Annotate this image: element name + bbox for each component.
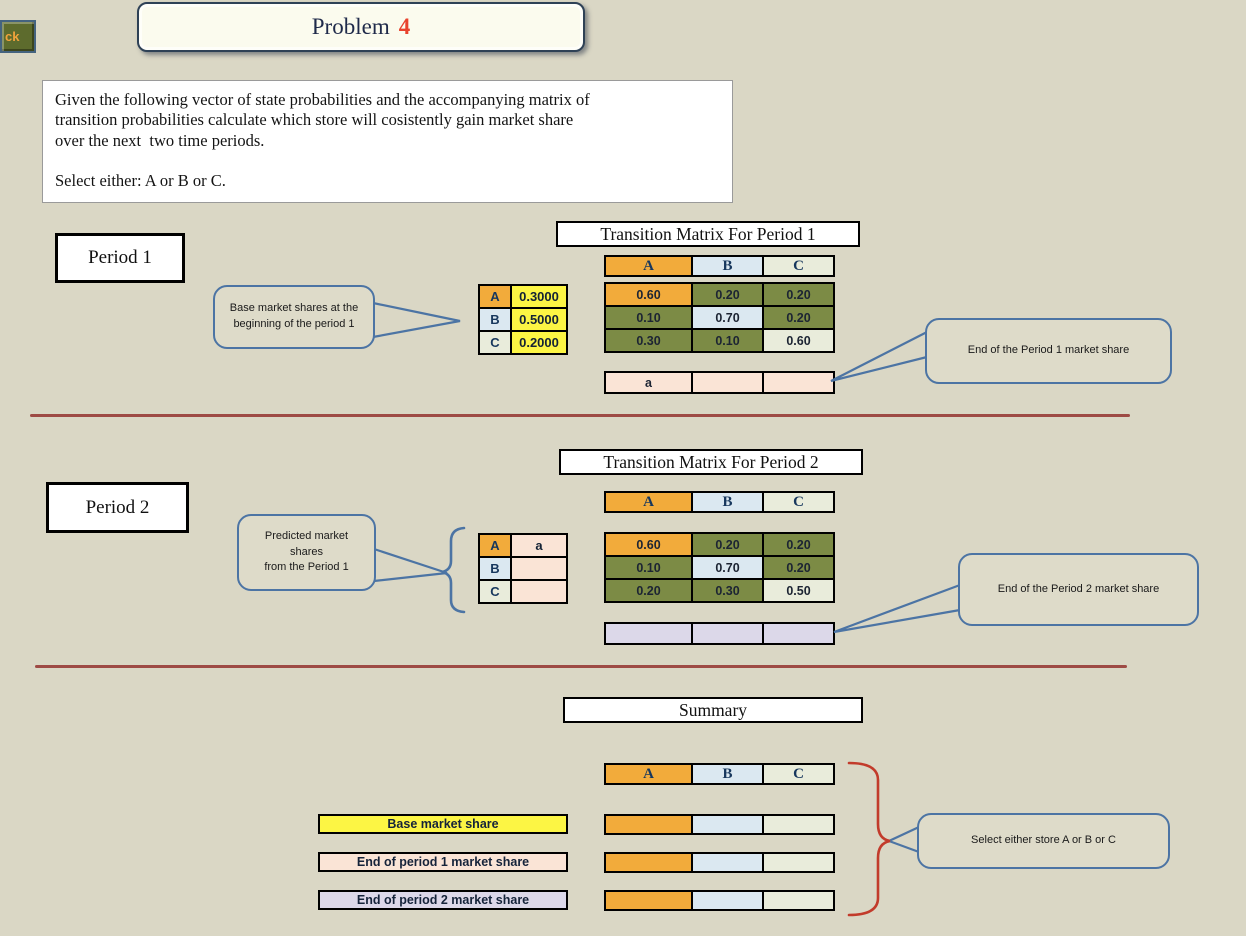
matrix-2-header: A B C xyxy=(604,491,835,513)
select-store-callout: Select either store A or B or C xyxy=(917,813,1170,869)
summary-p1-cell-a[interactable] xyxy=(606,854,691,871)
predicted-shares-callout: Predicted market shares from the Period … xyxy=(237,514,376,591)
vector2-value-a[interactable]: a xyxy=(512,535,566,556)
matrix1-col-c: C xyxy=(764,257,833,275)
summary-brace xyxy=(847,761,891,917)
summary-title: Summary xyxy=(563,697,863,723)
summary-header: A B C xyxy=(604,763,835,785)
section-divider xyxy=(35,665,1127,668)
period-2-vector: A a B C xyxy=(478,533,568,604)
matrix2-col-b: B xyxy=(693,493,762,511)
summary-col-c: C xyxy=(764,765,833,783)
period-2-result-row xyxy=(604,622,835,645)
matrix1-cell: 0.10 xyxy=(693,330,762,351)
base-shares-callout: Base market shares at the beginning of t… xyxy=(213,285,375,349)
summary-row-base xyxy=(604,814,835,835)
summary-row-label-period1: End of period 1 market share xyxy=(318,852,568,872)
matrix2-cell: 0.60 xyxy=(606,534,691,555)
callout-tail xyxy=(886,825,921,854)
vector1-value-a: 0.3000 xyxy=(512,286,566,307)
vector1-label-b: B xyxy=(480,309,510,330)
matrix1-col-b: B xyxy=(693,257,762,275)
vector1-value-b: 0.5000 xyxy=(512,309,566,330)
transition-matrix-2-title: Transition Matrix For Period 2 xyxy=(559,449,863,475)
section-divider xyxy=(30,414,1130,417)
end-period-1-callout: End of the Period 1 market share xyxy=(925,318,1172,384)
callout-tail xyxy=(833,583,962,634)
period1-result-cell-c[interactable] xyxy=(764,373,833,392)
matrix2-cell: 0.20 xyxy=(606,580,691,601)
matrix2-cell: 0.50 xyxy=(764,580,833,601)
matrix2-cell: 0.20 xyxy=(693,534,762,555)
transition-matrix-1: 0.60 0.20 0.20 0.10 0.70 0.20 0.30 0.10 … xyxy=(604,282,835,353)
transition-matrix-2: 0.60 0.20 0.20 0.10 0.70 0.20 0.20 0.30 … xyxy=(604,532,835,603)
summary-p2-cell-c[interactable] xyxy=(764,892,833,909)
matrix2-col-c: C xyxy=(764,493,833,511)
vector1-label-a: A xyxy=(480,286,510,307)
vector2-value-b[interactable] xyxy=(512,558,566,579)
matrix2-cell: 0.20 xyxy=(764,534,833,555)
matrix2-cell: 0.70 xyxy=(693,557,762,578)
matrix1-cell: 0.20 xyxy=(764,307,833,328)
summary-col-b: B xyxy=(693,765,762,783)
summary-row-label-base: Base market share xyxy=(318,814,568,834)
matrix-1-header: A B C xyxy=(604,255,835,277)
vector1-value-c: 0.2000 xyxy=(512,332,566,353)
summary-p2-cell-a[interactable] xyxy=(606,892,691,909)
period-2-label: Period 2 xyxy=(46,482,189,533)
matrix2-cell: 0.10 xyxy=(606,557,691,578)
summary-row-period2 xyxy=(604,890,835,911)
vector2-label-b: B xyxy=(480,558,510,579)
period-1-label: Period 1 xyxy=(55,233,185,283)
callout-tail xyxy=(830,330,929,383)
period-1-vector: A 0.3000 B 0.5000 C 0.2000 xyxy=(478,284,568,355)
vector2-label-a: A xyxy=(480,535,510,556)
summary-p2-cell-b[interactable] xyxy=(693,892,762,909)
problem-number: 4 xyxy=(398,14,411,39)
matrix1-col-a: A xyxy=(606,257,691,275)
matrix1-cell: 0.20 xyxy=(693,284,762,305)
period1-result-cell-a[interactable]: a xyxy=(606,373,691,392)
matrix1-cell: 0.60 xyxy=(764,330,833,351)
matrix1-cell: 0.70 xyxy=(693,307,762,328)
summary-base-cell-b[interactable] xyxy=(693,816,762,833)
matrix2-cell: 0.20 xyxy=(764,557,833,578)
problem-title-word: Problem xyxy=(311,14,390,39)
vector1-label-c: C xyxy=(480,332,510,353)
summary-p1-cell-b[interactable] xyxy=(693,854,762,871)
matrix1-cell: 0.60 xyxy=(606,284,691,305)
callout-tail xyxy=(372,547,448,583)
matrix1-cell: 0.30 xyxy=(606,330,691,351)
period-1-result-row: a xyxy=(604,371,835,394)
matrix1-cell: 0.20 xyxy=(764,284,833,305)
left-brace xyxy=(441,526,466,614)
vector2-value-c[interactable] xyxy=(512,581,566,602)
period2-result-cell-c[interactable] xyxy=(764,624,833,643)
period1-result-cell-b[interactable] xyxy=(693,373,762,392)
vector2-label-c: C xyxy=(480,581,510,602)
matrix1-cell: 0.10 xyxy=(606,307,691,328)
summary-row-period1 xyxy=(604,852,835,873)
back-button[interactable]: ck xyxy=(0,20,36,53)
end-period-2-callout: End of the Period 2 market share xyxy=(958,553,1199,626)
summary-p1-cell-c[interactable] xyxy=(764,854,833,871)
summary-row-label-period2: End of period 2 market share xyxy=(318,890,568,910)
matrix2-cell: 0.30 xyxy=(693,580,762,601)
period2-result-cell-a[interactable] xyxy=(606,624,691,643)
summary-base-cell-a[interactable] xyxy=(606,816,691,833)
transition-matrix-1-title: Transition Matrix For Period 1 xyxy=(556,221,860,247)
problem-title: Problem 4 xyxy=(137,2,585,52)
summary-col-a: A xyxy=(606,765,691,783)
summary-base-cell-c[interactable] xyxy=(764,816,833,833)
problem-statement: Given the following vector of state prob… xyxy=(42,80,733,203)
period2-result-cell-b[interactable] xyxy=(693,624,762,643)
callout-tail xyxy=(371,301,461,339)
matrix2-col-a: A xyxy=(606,493,691,511)
